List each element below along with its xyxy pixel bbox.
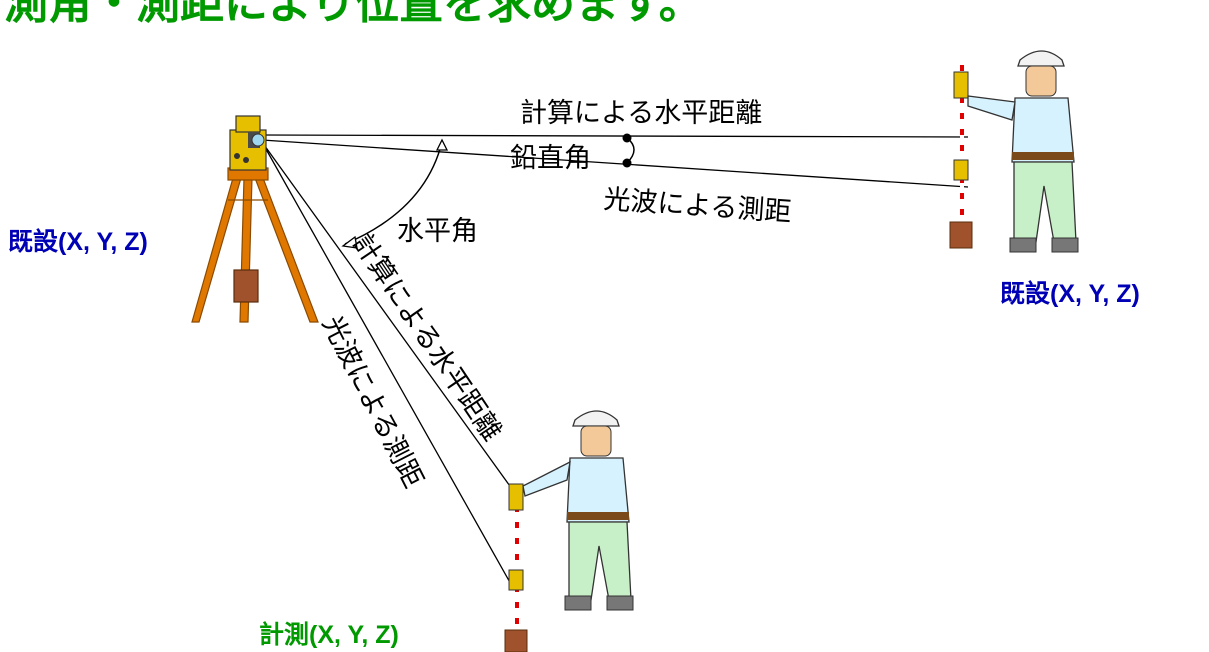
- instrument-point-label: 既設(X, Y, Z): [8, 227, 148, 256]
- edm-distance-label: 光波による測距: [603, 184, 793, 228]
- page-title: 測角・測距により位置を求めます。: [4, 0, 703, 29]
- vertical-angle-label: 鉛直角: [510, 143, 591, 174]
- vertical-angle-marker: [622, 133, 635, 168]
- measurement-lines: [261, 134, 969, 587]
- horizontal-angle-arc: [341, 138, 449, 249]
- total-station-icon: [191, 115, 319, 323]
- surveyor-known-point: [949, 50, 1079, 253]
- edm-distance-line-down: [261, 141, 513, 587]
- horizontal-distance-label: 計算による水平距離: [520, 98, 762, 129]
- prism-icon: [508, 483, 524, 511]
- horizontal-angle-label: 水平角: [397, 216, 478, 247]
- stake-icon: [504, 629, 528, 652]
- known-target-point-label: 既設(X, Y, Z): [1000, 279, 1140, 308]
- stake-icon: [233, 269, 259, 303]
- prism-icon: [953, 71, 969, 99]
- tripod-icon: [191, 167, 319, 323]
- edm-distance-line-right: [261, 139, 969, 188]
- measured-point-label: 計測(X, Y, Z): [259, 620, 399, 649]
- horizontal-distance-line-down: [261, 141, 521, 501]
- stake-icon: [949, 221, 973, 249]
- horizontal-distance-line-right: [261, 134, 969, 138]
- surveyor-measured-point: [504, 410, 634, 652]
